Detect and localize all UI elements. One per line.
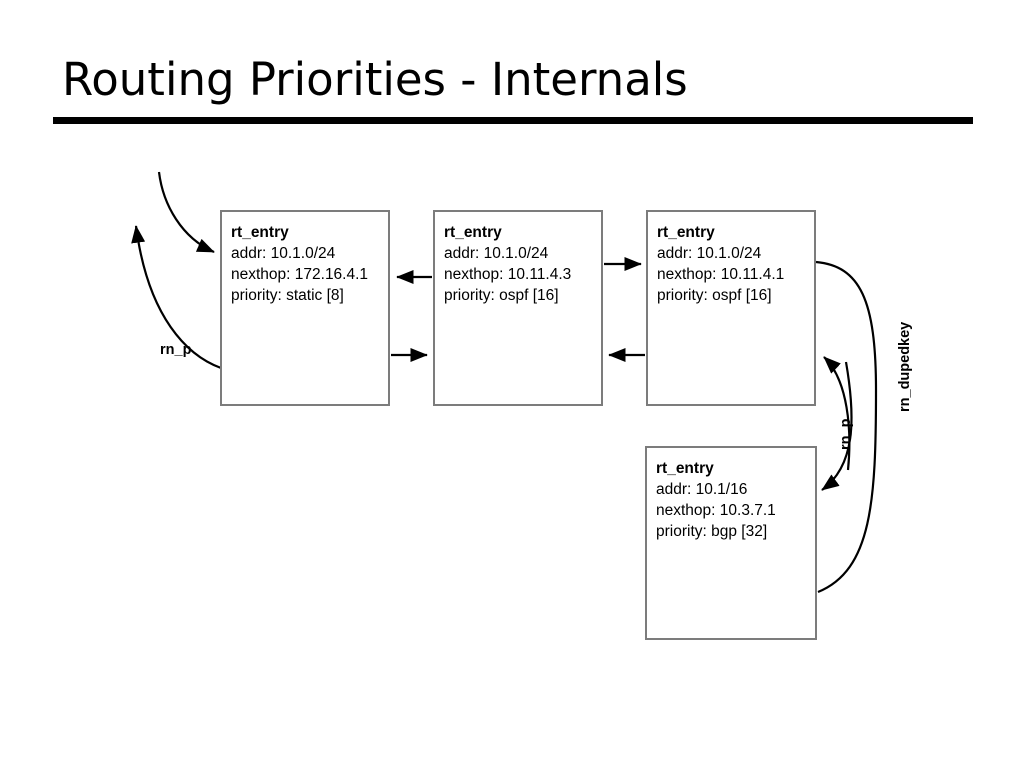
- edge-left-rn-p: [131, 225, 222, 370]
- node-4-nexthop: nexthop: 10.3.7.1: [656, 502, 776, 519]
- node-4-addr: addr: 10.1/16: [656, 481, 748, 498]
- title-underline-rule: [53, 117, 973, 124]
- rt-entry-node-3[interactable]: rt_entry addr: 10.1.0/24 nexthop: 10.11.…: [646, 210, 816, 406]
- node-2-priority: priority: ospf [16]: [444, 287, 559, 304]
- node-1-nexthop: nexthop: 172.16.4.1: [231, 266, 369, 283]
- rt-entry-node-1[interactable]: rt_entry addr: 10.1.0/24 nexthop: 172.16…: [220, 210, 390, 406]
- node-1-struct-name: rt_entry: [231, 224, 289, 241]
- node-4-priority: priority: bgp [32]: [656, 523, 768, 540]
- node-3-nexthop: nexthop: 10.11.4.1: [657, 266, 785, 283]
- edge-rn-dupedkey: [815, 260, 878, 594]
- edge-right-rn-p-up: [823, 356, 851, 471]
- node-4-struct-name: rt_entry: [656, 460, 714, 477]
- node-1-priority: priority: static [8]: [231, 287, 344, 304]
- edge-label-left-rn-p: rn_p: [160, 342, 192, 358]
- rt-entry-node-2[interactable]: rt_entry addr: 10.1.0/24 nexthop: 10.11.…: [433, 210, 603, 406]
- node-2-addr: addr: 10.1.0/24: [444, 245, 549, 262]
- node-2-nexthop: nexthop: 10.11.4.3: [444, 266, 572, 283]
- page-title: Routing Priorities - Internals: [62, 53, 688, 106]
- edge-label-right-rn-p: rn_p: [838, 418, 854, 450]
- node-3-struct-name: rt_entry: [657, 224, 715, 241]
- node-3-priority: priority: ospf [16]: [657, 287, 772, 304]
- node-3-addr: addr: 10.1.0/24: [657, 245, 762, 262]
- edge-incoming-parent: [157, 171, 215, 254]
- node-2-struct-name: rt_entry: [444, 224, 502, 241]
- edge-label-rn-dupedkey: rn_dupedkey: [897, 321, 913, 412]
- rt-entry-node-4[interactable]: rt_entry addr: 10.1/16 nexthop: 10.3.7.1…: [645, 446, 817, 640]
- node-1-addr: addr: 10.1.0/24: [231, 245, 336, 262]
- edge-right-rn-p-down: [821, 361, 853, 491]
